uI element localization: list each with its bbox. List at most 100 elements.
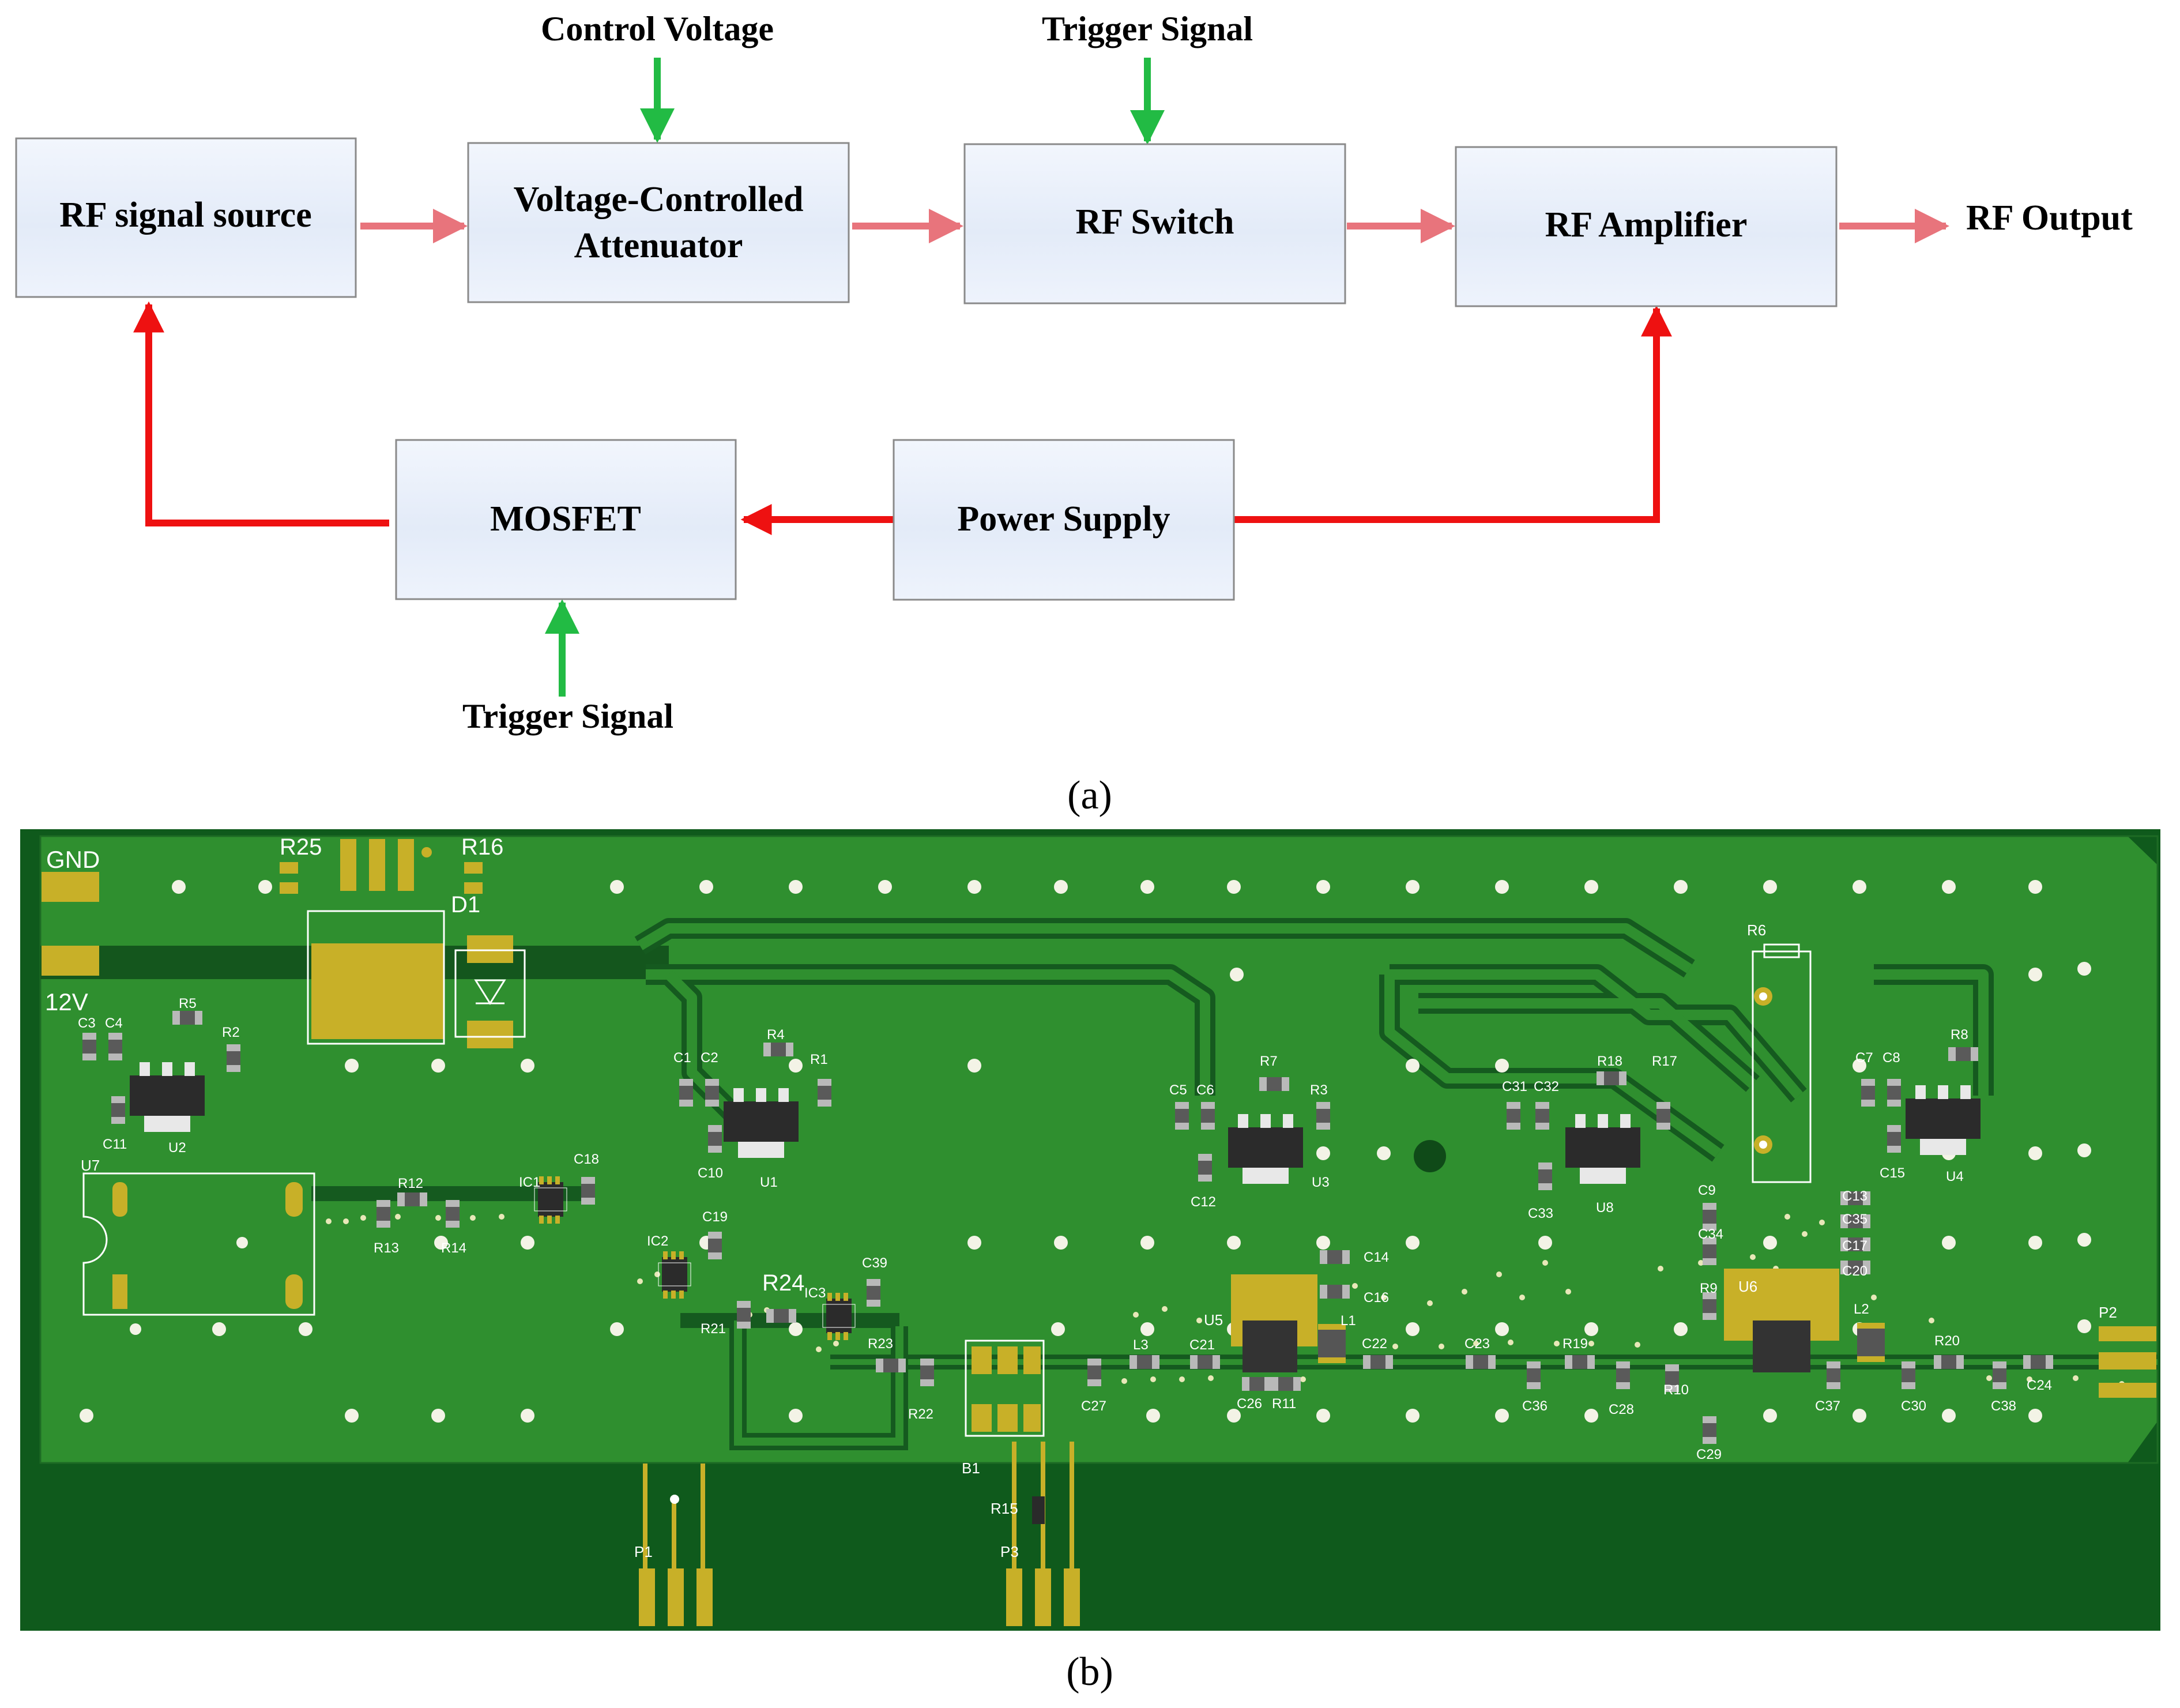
- label-l3: L3: [1133, 1337, 1149, 1353]
- label-ic2: IC2: [647, 1233, 668, 1249]
- label-l2: L2: [1854, 1301, 1869, 1317]
- component-u6: U6: [1724, 1269, 1839, 1372]
- label-c2: C2: [701, 1050, 718, 1066]
- component-c32: C32: [1534, 1079, 1559, 1130]
- connector-p2: P2: [2099, 1304, 2156, 1398]
- label-r8: R8: [1951, 1027, 1968, 1043]
- component-u2: U2: [130, 1062, 205, 1156]
- component-c18: C18: [574, 1152, 599, 1205]
- label-c21: C21: [1189, 1337, 1215, 1353]
- component-c12: C12: [1191, 1154, 1216, 1210]
- component-c35: C35: [1840, 1212, 1870, 1228]
- label-d1: D1: [451, 892, 480, 917]
- component-c8: C8: [1882, 1050, 1901, 1107]
- component-r8: R8: [1948, 1027, 1978, 1061]
- label-r3: R3: [1310, 1082, 1328, 1098]
- diode-d1: D1: [451, 892, 526, 1048]
- label-trigger-signal-bottom: Trigger Signal: [462, 697, 673, 735]
- label-c33: C33: [1528, 1206, 1553, 1221]
- component-c27: C27: [1081, 1359, 1106, 1414]
- component-r1: R1: [810, 1052, 831, 1107]
- label-trigger-signal-top: Trigger Signal: [1042, 10, 1253, 48]
- label-c27: C27: [1081, 1398, 1106, 1414]
- label-c7: C7: [1855, 1050, 1873, 1066]
- block-rf-amplifier-label: RF Amplifier: [1545, 205, 1748, 244]
- label-c23: C23: [1464, 1336, 1490, 1352]
- label-c4: C4: [105, 1015, 123, 1031]
- label-r10: R10: [1663, 1382, 1689, 1398]
- label-c10: C10: [698, 1165, 723, 1181]
- label-u4: U4: [1946, 1169, 1964, 1184]
- label-r1: R1: [810, 1052, 828, 1067]
- label-u3: U3: [1312, 1175, 1330, 1190]
- component-c10: C10: [698, 1125, 723, 1181]
- component-c33: C33: [1528, 1163, 1553, 1221]
- label-c1: C1: [673, 1050, 691, 1066]
- component-u3: U3: [1228, 1114, 1330, 1190]
- label-c24: C24: [2027, 1378, 2052, 1393]
- component-u8: U8: [1565, 1114, 1640, 1216]
- label-c34: C34: [1698, 1227, 1723, 1242]
- label-u5: U5: [1204, 1311, 1223, 1329]
- component-c14: C14: [1320, 1250, 1389, 1265]
- component-c16: C16: [1320, 1285, 1389, 1306]
- label-gnd: GND: [46, 846, 100, 873]
- label-r14: R14: [441, 1240, 466, 1256]
- label-u1: U1: [760, 1175, 778, 1190]
- pad-gnd: [42, 872, 99, 902]
- label-r17: R17: [1652, 1054, 1677, 1069]
- component-b1: B1: [962, 1340, 1045, 1477]
- label-r13: R13: [374, 1240, 399, 1256]
- label-c37: C37: [1815, 1398, 1840, 1414]
- component-c26: C26: [1237, 1377, 1272, 1412]
- component-r3: R3: [1310, 1082, 1330, 1130]
- component-r21: R21: [701, 1301, 751, 1337]
- block-rf-switch-label: RF Switch: [1076, 202, 1234, 242]
- label-c9: C9: [1698, 1183, 1716, 1198]
- component-r24: R24: [762, 1270, 804, 1323]
- block-vca-label-line1: Voltage-Controlled: [514, 180, 804, 219]
- component-r17: R17: [1652, 1054, 1677, 1130]
- label-r21: R21: [701, 1321, 726, 1337]
- component-c7: C7: [1855, 1050, 1875, 1107]
- label-c15: C15: [1880, 1165, 1905, 1181]
- component-c34: C34: [1698, 1227, 1723, 1265]
- label-u7: U7: [81, 1157, 100, 1174]
- label-c22: C22: [1362, 1336, 1387, 1352]
- label-c12: C12: [1191, 1194, 1216, 1210]
- component-c24: C24: [2023, 1355, 2053, 1393]
- label-c6: C6: [1196, 1082, 1214, 1098]
- label-c11: C11: [103, 1137, 127, 1152]
- component-c20: C20: [1840, 1261, 1870, 1279]
- pcb-layout: GND 12V R25 R16 D1 U7: [20, 829, 2160, 1694]
- component-r12: R12: [397, 1176, 427, 1206]
- component-u4: U4: [1906, 1085, 1981, 1184]
- label-c30: C30: [1901, 1398, 1926, 1414]
- label-r23: R23: [868, 1336, 893, 1352]
- label-p2: P2: [2099, 1304, 2117, 1321]
- component-c13: C13: [1840, 1188, 1870, 1205]
- label-r6: R6: [1747, 921, 1766, 939]
- label-rf-output: RF Output: [1966, 198, 2133, 238]
- component-c17: C17: [1840, 1237, 1870, 1254]
- label-u8: U8: [1596, 1200, 1614, 1216]
- label-c20: C20: [1842, 1263, 1868, 1279]
- label-c5: C5: [1169, 1082, 1187, 1098]
- connector-p1: P1: [634, 1464, 713, 1626]
- block-rf-source-label: RF signal source: [59, 195, 311, 235]
- label-u6: U6: [1738, 1278, 1757, 1295]
- block-power-supply: Power Supply: [893, 439, 1235, 601]
- component-c22: C22: [1362, 1336, 1393, 1369]
- control-arrows: [545, 58, 1165, 697]
- block-vca-label-line2: Attenuator: [574, 226, 743, 265]
- label-c38: C38: [1991, 1398, 2016, 1414]
- label-r16: R16: [461, 834, 503, 860]
- component-r22: R22: [908, 1359, 934, 1422]
- caption-a: (a): [1067, 773, 1112, 818]
- label-r7: R7: [1260, 1054, 1278, 1069]
- arrow-power-to-amp: [1234, 305, 1672, 523]
- component-l2: L2: [1854, 1301, 1885, 1362]
- label-r4: R4: [767, 1027, 785, 1043]
